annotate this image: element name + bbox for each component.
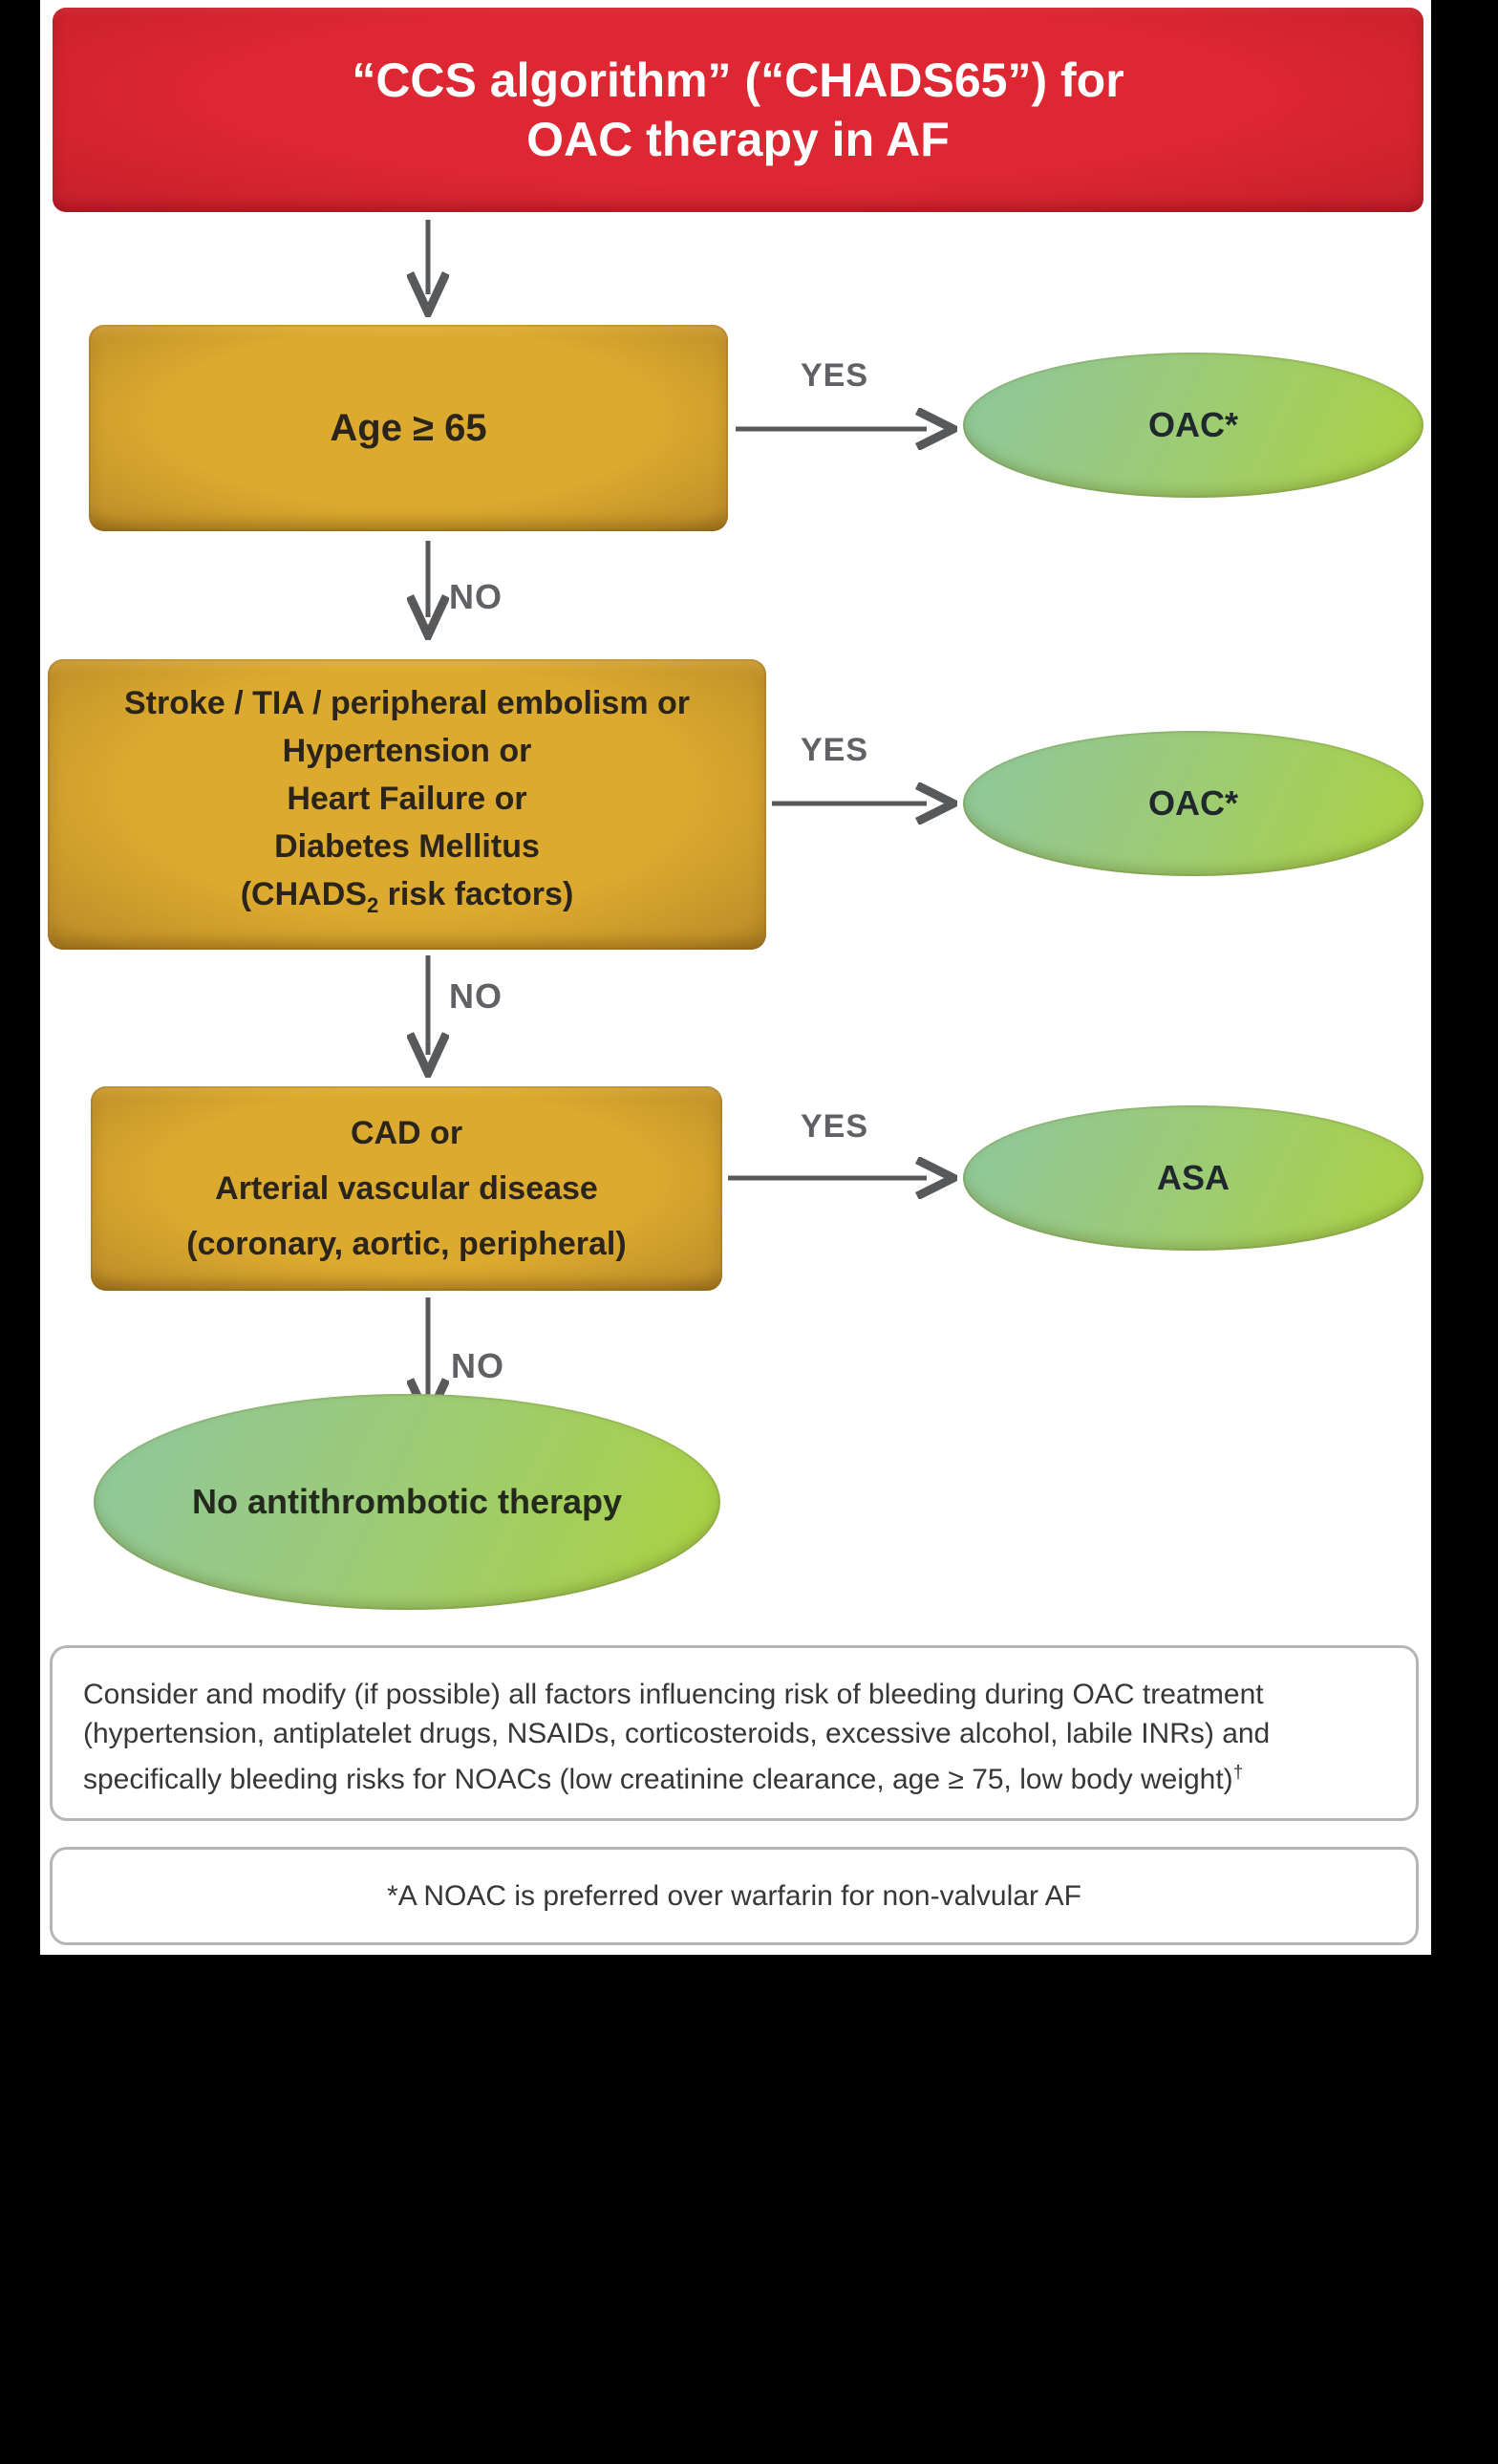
cad-line-2: Arterial vascular disease [215,1170,598,1207]
decision-box-cad: CAD or Arterial vascular disease (corona… [91,1086,722,1291]
bleeding-line-2: (hypertension, antiplatelet drugs, NSAID… [83,1718,1271,1749]
content-panel: “CCS algorithm” (“CHADS65”) for OAC ther… [40,0,1431,1955]
age-text: Age ≥ 65 [330,406,487,449]
outcome-asa: ASA [963,1105,1423,1251]
chads-line-2: Hypertension or [282,733,532,770]
outcome-oac-2: OAC* [963,731,1423,876]
title-line-1: “CCS algorithm” (“CHADS65”) for [352,54,1124,107]
chads-line-4: Diabetes Mellitus [274,828,540,866]
yes-label-1: YES [801,357,869,394]
arrow-down-no1-icon [407,541,449,640]
no-label-1: NO [449,577,503,616]
chads-line-5: (CHADS2 risk factors) [240,876,574,917]
decision-box-chads2: Stroke / TIA / peripheral embolism or Hy… [48,659,766,950]
bleeding-line-1: Consider and modify (if possible) all fa… [83,1679,1264,1710]
bleeding-risk-note: Consider and modify (if possible) all fa… [50,1645,1419,1821]
asa-text: ASA [1156,1158,1230,1197]
oac1-text: OAC* [1147,405,1238,444]
title-banner: “CCS algorithm” (“CHADS65”) for OAC ther… [53,8,1423,212]
arrow-down-start-icon [407,220,449,317]
oac2-text: OAC* [1147,783,1238,823]
no-label-2: NO [449,976,503,1016]
no-label-3: NO [451,1346,504,1385]
yes-label-2: YES [801,732,869,768]
decision-box-age: Age ≥ 65 [89,325,728,531]
noac-note-text: *A NOAC is preferred over warfarin for n… [387,1880,1081,1912]
arrow-right-yes1-icon [736,408,957,450]
chads-line-1: Stroke / TIA / peripheral embolism or [124,685,690,722]
chads-line-3: Heart Failure or [287,781,527,818]
title-line-2: OAC therapy in AF [526,113,950,166]
dagger-mark: † [1232,1763,1244,1783]
no-therapy-text: No antithrombotic therapy [191,1482,623,1521]
yes-label-3: YES [801,1108,869,1145]
arrow-down-no2-icon [407,955,449,1078]
bleeding-line-3: specifically bleeding risks for NOACs (l… [83,1763,1244,1795]
outcome-no-therapy: No antithrombotic therapy [94,1394,720,1610]
cad-line-3: (coronary, aortic, peripheral) [186,1226,627,1262]
noac-preference-note: *A NOAC is preferred over warfarin for n… [50,1847,1419,1945]
arrow-right-yes2-icon [772,782,957,825]
chads-subscript: 2 [366,892,379,917]
arrow-right-yes3-icon [728,1157,957,1199]
outcome-oac-1: OAC* [963,353,1423,498]
cad-line-1: CAD or [350,1115,463,1151]
